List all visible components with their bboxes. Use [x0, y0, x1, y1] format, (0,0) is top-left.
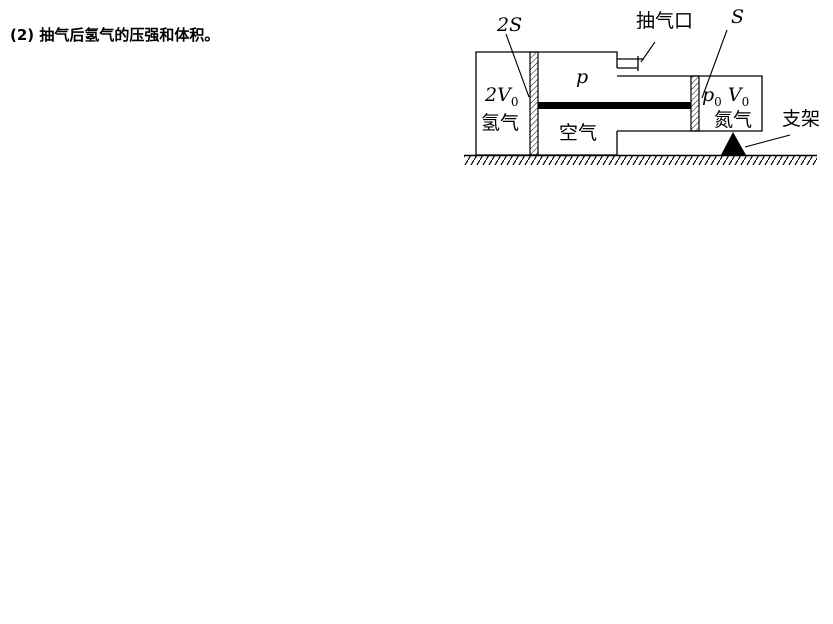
right-piston [690, 75, 700, 132]
label-left-area: 2S [497, 14, 523, 36]
left-piston [529, 51, 539, 156]
outlet-tube [617, 56, 644, 71]
question-text: (2) 抽气后氢气的压强和体积。 [10, 26, 220, 44]
leader-lines [505, 29, 791, 148]
label-nitrogen: 氮气 [714, 109, 753, 131]
large-cylinder [475, 51, 618, 156]
label-nitrogen-state: p0 V0 [702, 84, 750, 109]
label-hydrogen: 氢气 [481, 112, 520, 134]
label-support: 支架 [782, 108, 821, 130]
label-pressure-p: p [576, 66, 589, 88]
label-air: 空气 [559, 122, 598, 144]
support-stand [721, 132, 746, 155]
label-right-area: S [731, 6, 745, 28]
small-cylinder [617, 75, 763, 132]
ground [464, 154, 817, 165]
label-hydrogen-volume: 2V0 [485, 84, 519, 109]
connecting-rod [538, 102, 691, 109]
label-outlet: 抽气口 [636, 10, 694, 32]
